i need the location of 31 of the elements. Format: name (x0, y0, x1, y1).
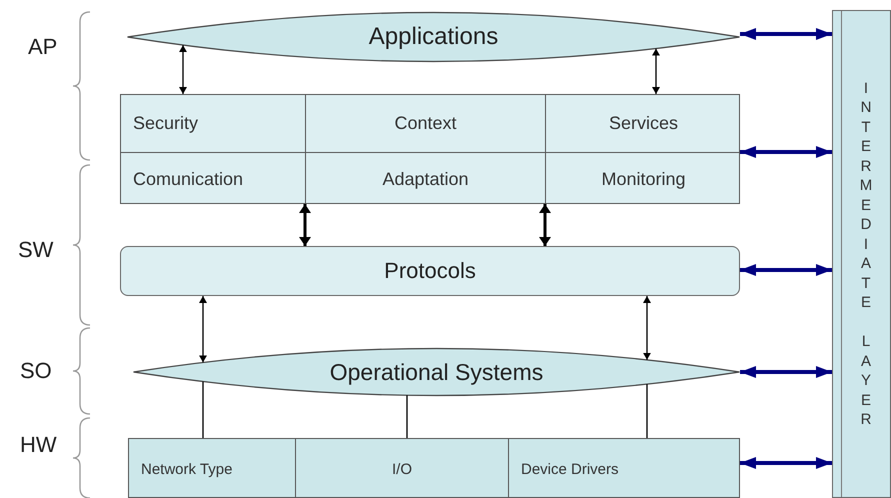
arrow (299, 204, 311, 246)
layer-cell: Adaptation (306, 153, 546, 205)
layer-label: AP (28, 34, 58, 60)
arrow (179, 45, 187, 94)
layer-cell: Network Type (129, 439, 296, 498)
connector-line (406, 395, 408, 438)
connector-line (202, 382, 204, 438)
arrow (652, 48, 660, 94)
arrow (740, 28, 832, 40)
arrow (643, 296, 651, 360)
layer-cell: I/O (296, 439, 509, 498)
layer-label: HW (20, 432, 57, 458)
arrow (740, 457, 832, 469)
connector-line (646, 384, 648, 438)
layer-cell: Context (306, 95, 546, 153)
layer-box (120, 94, 740, 204)
side-layer-bar: INTERMEDIATE LAYER (832, 10, 891, 498)
arrow (199, 296, 207, 362)
layer-label: SO (20, 358, 52, 384)
layer-cell: Comunication (121, 153, 306, 205)
arrow (740, 146, 832, 158)
layer-box (128, 438, 740, 498)
layer-label: SW (18, 237, 54, 263)
layer-cell: Security (121, 95, 306, 153)
arrow (740, 264, 832, 276)
layer-cell: Services (546, 95, 741, 153)
arrow (539, 204, 551, 246)
layer-box: Protocols (120, 246, 740, 296)
layer-cell: Monitoring (546, 153, 741, 205)
arrow (740, 366, 832, 378)
layer-cell: Device Drivers (509, 439, 741, 498)
